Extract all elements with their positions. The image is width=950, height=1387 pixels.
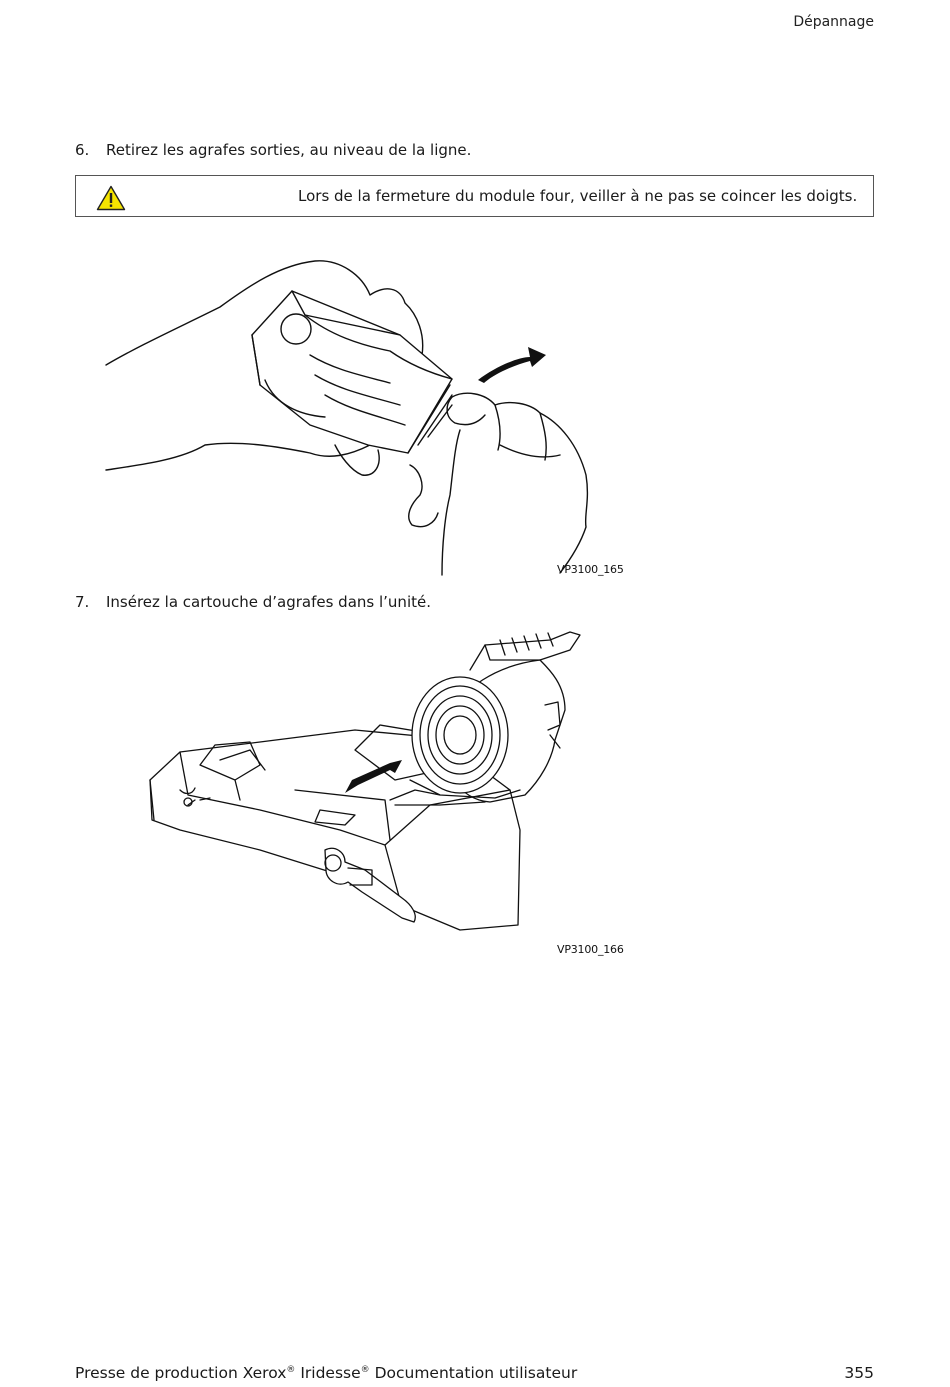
figure-label: VP3100_165 — [557, 563, 624, 576]
warning-box: Lors de la fermeture du module four, vei… — [75, 175, 874, 217]
footer-title-part: Iridesse — [295, 1364, 360, 1382]
step-number: 6. — [75, 141, 106, 159]
footer-document-title: Presse de production Xerox® Iridesse® Do… — [75, 1364, 577, 1382]
registered-mark: ® — [361, 1365, 370, 1375]
page-header-section-title: Dépannage — [793, 14, 874, 30]
figure-label: VP3100_166 — [557, 943, 624, 956]
figure-remove-staples — [100, 255, 630, 580]
footer-title-part: Presse de production Xerox — [75, 1364, 286, 1382]
step-text: Retirez les agrafes sorties, au niveau d… — [106, 141, 471, 159]
figure-insert-cartridge — [140, 630, 590, 935]
step-text: Insérez la cartouche d’agrafes dans l’un… — [106, 593, 431, 611]
step-number: 7. — [75, 593, 106, 611]
step-7: 7.Insérez la cartouche d’agrafes dans l’… — [75, 593, 431, 611]
page-number: 355 — [844, 1364, 874, 1382]
footer-title-part: Documentation utilisateur — [370, 1364, 578, 1382]
step-6: 6.Retirez les agrafes sorties, au niveau… — [75, 141, 471, 159]
warning-triangle-icon — [96, 185, 126, 211]
warning-text: Lors de la fermeture du module four, vei… — [298, 187, 857, 205]
